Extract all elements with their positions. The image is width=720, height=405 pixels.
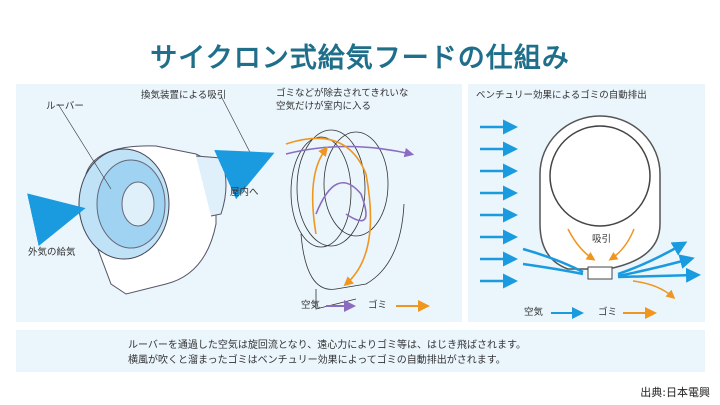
louver-label: ルーバー bbox=[46, 101, 84, 112]
explanation-box: ルーバーを通過した空気は旋回流となり、遠心力によりゴミ等は、はじき飛ばされます。… bbox=[16, 330, 705, 372]
hood-cutaway-icon bbox=[290, 129, 405, 310]
venturi-diagram-panel: ベンチュリー効果によるゴミの自動排出 吸引 空気 ゴミ bbox=[468, 84, 705, 322]
hood-exterior-icon bbox=[78, 145, 227, 295]
venturi-title: ベンチュリー効果によるゴミの自動排出 bbox=[476, 90, 647, 101]
wind-arrows bbox=[480, 119, 518, 289]
clean-air-label-1: ゴミなどが除去されてきれいな bbox=[276, 88, 409, 99]
leader-line bbox=[57, 103, 112, 190]
venturi-illustration bbox=[480, 115, 701, 319]
legend-dust-label: ゴミ bbox=[598, 307, 618, 318]
outflow-arrow bbox=[214, 149, 275, 200]
outside-air-label: 外気の給気 bbox=[28, 247, 76, 258]
suction-label: 吸引 bbox=[592, 234, 612, 245]
explanation-line-1: ルーバーを通過した空気は旋回流となり、遠心力によりゴミ等は、はじき飛ばされます。 bbox=[128, 340, 526, 351]
page-title: サイクロン式給気フードの仕組み bbox=[150, 43, 570, 74]
leader-line bbox=[220, 95, 257, 165]
explanation-line-2: 横風が吹くと溜まったゴミはベンチュリー効果によってゴミの自動排出がされます。 bbox=[128, 355, 506, 366]
cyclone-diagram-panel: ルーバー 換気装置による吸引 ゴミなどが除去されてきれいな 空気だけが室内に入る… bbox=[16, 84, 462, 322]
legend-dust-label: ゴミ bbox=[368, 300, 388, 311]
indoor-label: 屋内へ bbox=[230, 187, 259, 198]
suction-label: 換気装置による吸引 bbox=[141, 90, 227, 101]
legend-air-label: 空気 bbox=[301, 300, 321, 311]
source-credit: 出典:日本電興 bbox=[640, 386, 710, 399]
clean-air-label-2: 空気だけが室内に入る bbox=[276, 101, 372, 112]
cyclone-illustration bbox=[27, 95, 430, 312]
legend-air-label: 空気 bbox=[524, 307, 544, 318]
inflow-arrow bbox=[27, 193, 86, 247]
